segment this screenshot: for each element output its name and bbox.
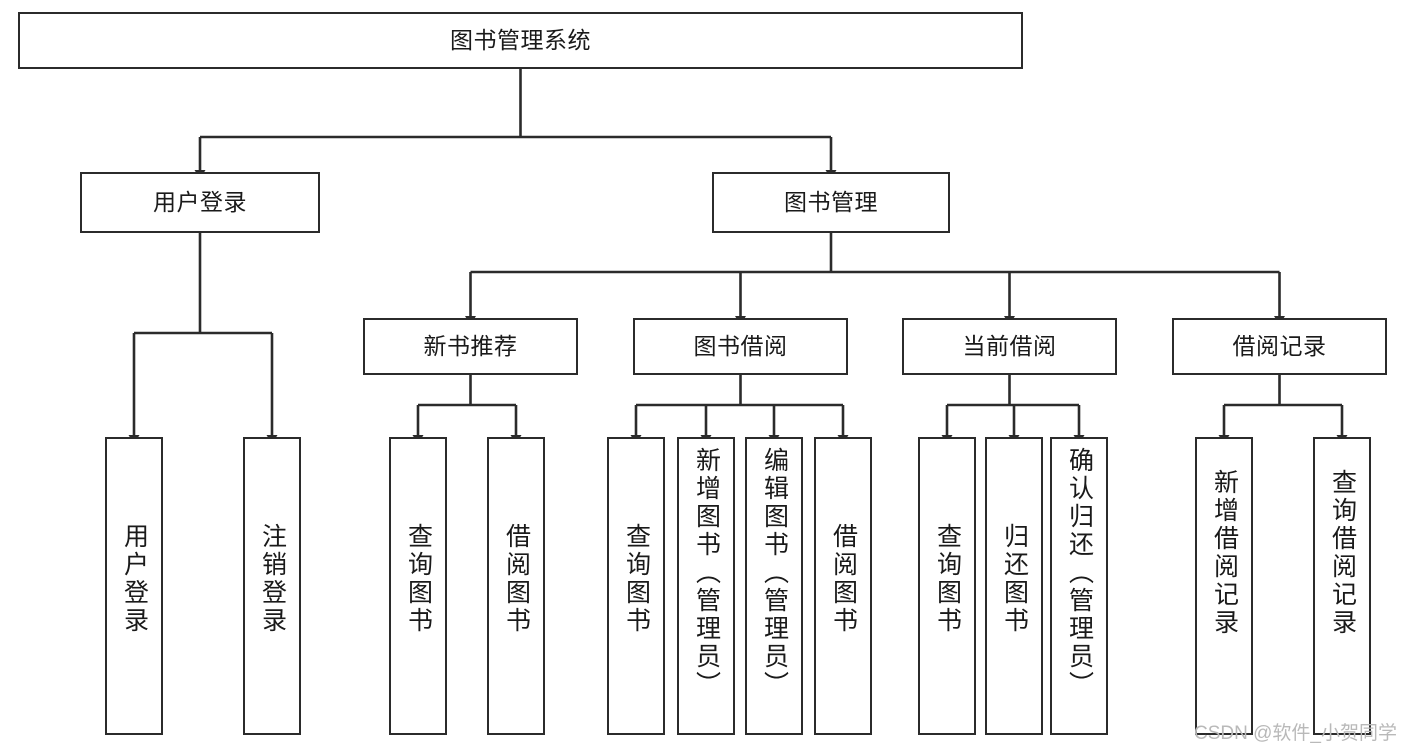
node-label: 图书管理系统 — [450, 26, 591, 53]
node-l1_0[interactable]: 用户登录 — [80, 172, 320, 233]
node-label: 新书推荐 — [423, 332, 518, 359]
node-label: 借阅图书 — [502, 523, 531, 635]
node-leaf_2[interactable]: 查询图书 — [389, 437, 447, 735]
node-leaf_3[interactable]: 借阅图书 — [487, 437, 545, 735]
node-label: 新增借阅记录 — [1210, 469, 1239, 637]
node-label: 新增图书（管理员） — [692, 447, 721, 699]
node-label: 查询图书 — [404, 523, 433, 635]
node-leaf_4[interactable]: 查询图书 — [607, 437, 665, 735]
node-l2_3[interactable]: 借阅记录 — [1172, 318, 1387, 375]
node-leaf_10[interactable]: 确认归还（管理员） — [1050, 437, 1108, 735]
node-l2_0[interactable]: 新书推荐 — [363, 318, 578, 375]
node-leaf_6[interactable]: 编辑图书（管理员） — [745, 437, 803, 735]
node-l2_1[interactable]: 图书借阅 — [633, 318, 848, 375]
node-label: 当前借阅 — [962, 332, 1057, 359]
node-leaf_5[interactable]: 新增图书（管理员） — [677, 437, 735, 735]
node-label: 查询图书 — [933, 523, 962, 635]
node-root[interactable]: 图书管理系统 — [18, 12, 1023, 69]
node-label: 图书借阅 — [693, 332, 788, 359]
node-leaf_11[interactable]: 新增借阅记录 — [1195, 437, 1253, 735]
node-leaf_1[interactable]: 注销登录 — [243, 437, 301, 735]
node-label: 注销登录 — [258, 523, 287, 635]
node-leaf_0[interactable]: 用户登录 — [105, 437, 163, 735]
node-l1_1[interactable]: 图书管理 — [712, 172, 950, 233]
node-label: 确认归还（管理员） — [1065, 447, 1094, 699]
node-label: 查询图书 — [622, 523, 651, 635]
node-label: 图书管理 — [784, 188, 878, 215]
node-leaf_9[interactable]: 归还图书 — [985, 437, 1043, 735]
node-label: 借阅记录 — [1232, 332, 1327, 359]
node-l2_2[interactable]: 当前借阅 — [902, 318, 1117, 375]
node-leaf_12[interactable]: 查询借阅记录 — [1313, 437, 1371, 735]
node-leaf_7[interactable]: 借阅图书 — [814, 437, 872, 735]
node-label: 用户登录 — [120, 523, 149, 635]
node-label: 编辑图书（管理员） — [760, 447, 789, 699]
node-label: 查询借阅记录 — [1328, 469, 1357, 637]
node-label: 归还图书 — [1000, 523, 1029, 635]
node-label: 用户登录 — [153, 188, 247, 215]
node-leaf_8[interactable]: 查询图书 — [918, 437, 976, 735]
node-label: 借阅图书 — [829, 523, 858, 635]
